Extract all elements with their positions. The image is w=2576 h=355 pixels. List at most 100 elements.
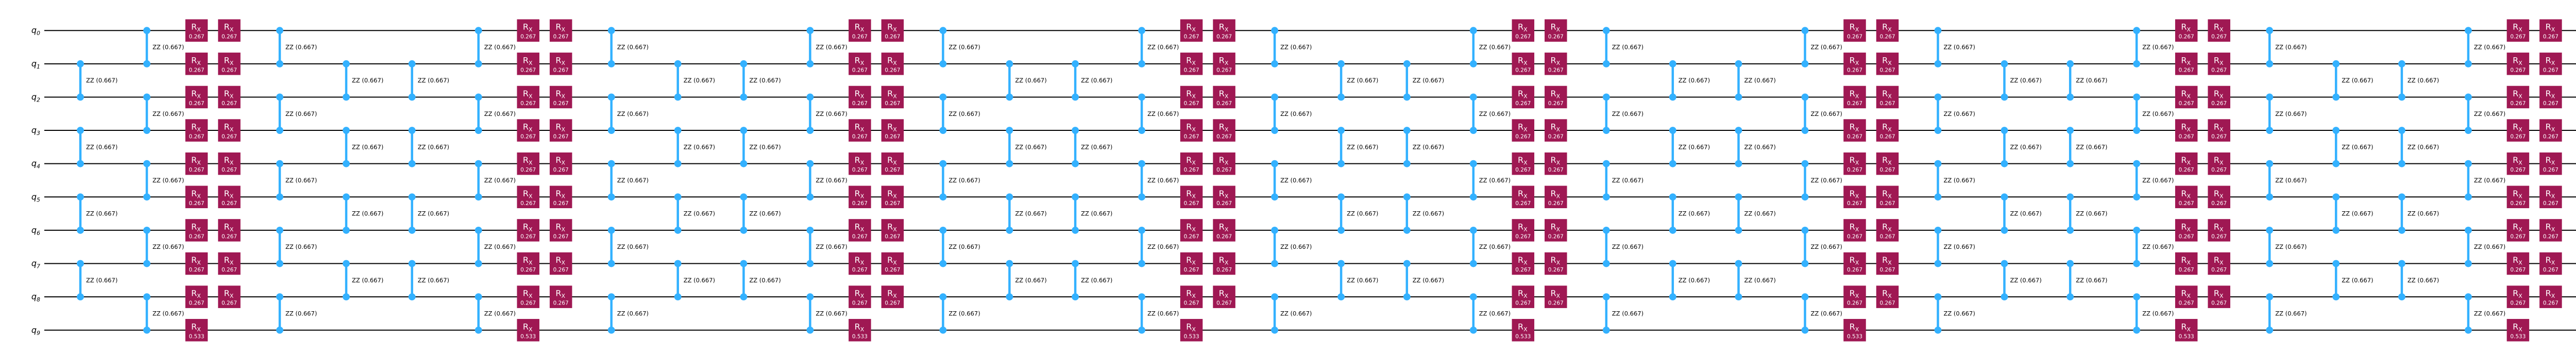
rx-gate: RX0.267: [549, 219, 572, 242]
zz-gate-label: ZZ (0.667): [352, 210, 383, 217]
rx-gate-box: [1180, 119, 1203, 142]
zz-control-dot: [1669, 193, 1676, 201]
rx-gate-symbol-subscript: X: [230, 126, 234, 133]
zz-gate-label: ZZ (0.667): [1744, 277, 1776, 284]
rx-gate-param: 0.267: [1515, 134, 1531, 140]
zz-control-dot: [2133, 293, 2141, 301]
qubit-label-subscript: 8: [37, 296, 40, 303]
zz-control-dot: [806, 160, 814, 167]
zz-control-dot: [740, 60, 748, 67]
zz-gate: ZZ (0.667): [2001, 193, 2042, 234]
zz-gate-label: ZZ (0.667): [285, 243, 317, 250]
rx-gate-symbol-subscript: X: [2518, 193, 2522, 199]
rx-gate: RX0.267: [1213, 19, 1235, 42]
zz-gate: ZZ (0.667): [2398, 260, 2439, 301]
rx-gate-symbol-subscript: X: [2219, 193, 2224, 199]
zz-gate-label: ZZ (0.667): [684, 143, 715, 150]
zz-gate: ZZ (0.667): [408, 127, 449, 167]
zz-gate: ZZ (0.667): [2465, 160, 2505, 201]
qubit-label: q1: [31, 59, 40, 70]
zz-gate-label: ZZ (0.667): [617, 44, 649, 51]
zz-control-dot: [2066, 293, 2074, 301]
rx-gate-param: 0.267: [1184, 300, 1199, 307]
rx-gate-symbol-subscript: X: [860, 26, 865, 33]
rx-gate: RX0.267: [2208, 252, 2230, 275]
rx-gate-box: [185, 219, 208, 242]
rx-gate-symbol-subscript: X: [197, 326, 201, 333]
rx-gate-param: 0.533: [520, 333, 536, 340]
rx-gate: RX0.267: [881, 185, 904, 209]
rx-gate-param: 0.267: [1879, 267, 1895, 273]
rx-gate: RX0.533: [1843, 319, 1866, 342]
rx-gate-symbol-subscript: X: [860, 260, 865, 266]
zz-control-dot: [143, 160, 150, 167]
zz-control-dot: [2465, 93, 2472, 101]
rx-gate-symbol-subscript: X: [1888, 226, 1892, 233]
zz-gate: ZZ (0.667): [143, 93, 184, 134]
rx-gate-symbol-subscript: X: [2187, 26, 2191, 33]
rx-gate-box: [849, 219, 871, 242]
rx-gate: RX0.267: [1876, 152, 1899, 175]
zz-gate-label: ZZ (0.667): [2010, 77, 2042, 84]
rx-gate-param: 0.267: [1184, 67, 1199, 73]
rx-gate-box: [849, 285, 871, 308]
rx-gate-param: 0.267: [2179, 134, 2194, 140]
rx-gate-symbol-subscript: X: [2518, 326, 2522, 333]
zz-gate: ZZ (0.667): [1469, 93, 1511, 134]
rx-gate-box: [1876, 152, 1899, 175]
zz-gate-label: ZZ (0.667): [86, 143, 117, 150]
rx-gate-box: [1876, 285, 1899, 308]
zz-gate: ZZ (0.667): [1337, 60, 1378, 101]
rx-gate-param: 0.267: [1216, 300, 1232, 307]
zz-gate: ZZ (0.667): [1801, 27, 1842, 67]
zz-gate: ZZ (0.667): [276, 227, 317, 267]
rx-gate: RX0.267: [1545, 285, 1567, 308]
rx-gate-box: [2175, 86, 2198, 109]
rx-gate-param: 0.267: [1216, 34, 1232, 40]
rx-gate-box: [2506, 152, 2530, 175]
rx-gate-param: 0.267: [553, 167, 569, 173]
rx-gate-symbol-subscript: X: [197, 93, 201, 99]
zz-control-dot: [1934, 227, 1942, 234]
rx-gate-symbol-subscript: X: [1192, 193, 1196, 199]
rx-gate-param: 0.267: [520, 233, 536, 240]
zz-gate-label: ZZ (0.667): [1944, 243, 1975, 250]
zz-gate: ZZ (0.667): [1403, 260, 1444, 301]
rx-gate-box: [2539, 219, 2562, 242]
zz-gate-label: ZZ (0.667): [1612, 110, 1643, 117]
rx-gate-box: [2175, 219, 2198, 242]
rx-gate: RX0.267: [2208, 285, 2230, 308]
zz-gate-label: ZZ (0.667): [352, 277, 383, 284]
zz-gate: ZZ (0.667): [1271, 27, 1312, 67]
zz-gate-label: ZZ (0.667): [1347, 77, 1378, 84]
zz-control-dot: [343, 260, 350, 267]
rx-gate-param: 0.267: [2211, 167, 2227, 173]
zz-control-dot: [1072, 193, 1079, 201]
zz-control-dot: [77, 260, 84, 267]
rx-gate-param: 0.267: [1515, 233, 1531, 240]
qubit-label-subscript: 2: [37, 96, 40, 103]
zz-control-dot: [1735, 60, 1742, 67]
rx-gate-symbol-subscript: X: [2187, 293, 2191, 299]
zz-control-dot: [1469, 326, 1477, 334]
rx-gate-param: 0.267: [1216, 134, 1232, 140]
zz-control-dot: [806, 60, 814, 67]
rx-gate-box: [849, 19, 871, 42]
zz-control-dot: [1469, 260, 1477, 267]
rx-gate-param: 0.267: [1216, 100, 1232, 107]
rx-gate-symbol-subscript: X: [2518, 60, 2522, 66]
rx-gate-box: [1545, 86, 1567, 109]
rx-gate-param: 0.267: [222, 233, 237, 240]
rx-gate-box: [2208, 19, 2230, 42]
rx-gate-param: 0.267: [2510, 300, 2526, 307]
zz-control-dot: [1271, 326, 1279, 334]
rx-gate-box: [849, 252, 871, 275]
rx-gate-symbol-subscript: X: [2219, 126, 2224, 133]
rx-gate-box: [549, 219, 572, 242]
zz-control-dot: [1602, 227, 1610, 234]
zz-gate-label: ZZ (0.667): [2408, 277, 2439, 284]
rx-gate-box: [517, 219, 539, 242]
zz-gate: ZZ (0.667): [607, 160, 649, 201]
rx-gate: RX0.267: [1180, 185, 1203, 209]
rx-gate-symbol-subscript: X: [197, 293, 201, 299]
